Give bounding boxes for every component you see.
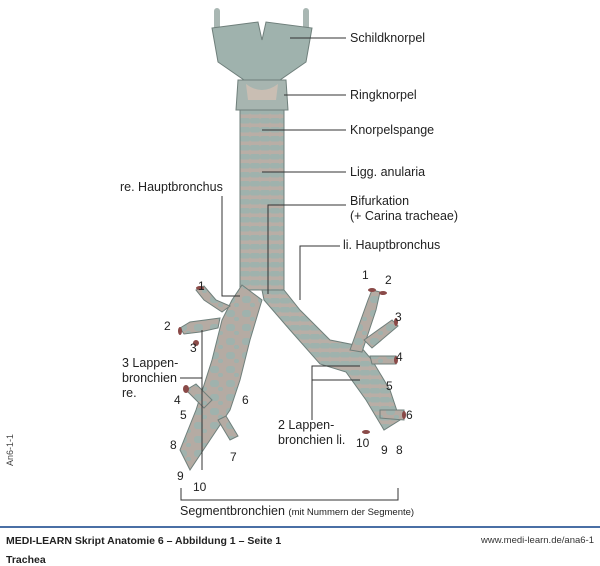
segment-number: 4 — [174, 393, 181, 407]
segment-main-text: Segmentbronchien — [180, 504, 285, 518]
footer-divider — [0, 526, 600, 528]
segment-number: 9 — [177, 469, 184, 483]
segment-number: 8 — [170, 438, 177, 452]
label-carina: (+ Carina tracheae) — [350, 209, 459, 223]
segment-number: 8 — [396, 443, 403, 457]
segment-number: 1 — [198, 279, 205, 293]
segment-number: 2 — [385, 273, 392, 287]
segment-number: 4 — [396, 350, 403, 364]
thyroid-cartilage — [211, 8, 313, 81]
segment-number: 9 — [381, 443, 388, 457]
label-li-hauptbronchus: li. Hauptbronchus — [343, 238, 441, 252]
segment-number: 6 — [406, 408, 413, 422]
label-schildknorpel: Schildknorpel — [350, 31, 426, 45]
segment-number: 6 — [242, 393, 249, 407]
label-segmentbronchien: Segmentbronchien (mit Nummern der Segmen… — [180, 504, 414, 520]
figure-code: An6-1-1 — [5, 433, 16, 467]
segment-number: 3 — [190, 341, 197, 355]
label-lappen-re-1: 3 Lappen- — [122, 356, 179, 370]
segment-number: 10 — [193, 480, 207, 494]
label-lappen-re-3: re. — [122, 386, 137, 400]
segment-number: 2 — [164, 319, 171, 333]
segment-number: 3 — [395, 310, 402, 324]
segment-number: 1 — [362, 268, 369, 282]
footer-title: MEDI-LEARN Skript Anatomie 6 – Abbildung… — [6, 535, 282, 547]
segment-number: 5 — [386, 379, 393, 393]
segment-number: 7 — [230, 450, 237, 464]
label-knorpelspange: Knorpelspange — [350, 123, 435, 137]
footer-url[interactable]: www.medi-learn.de/ana6-1 — [480, 535, 594, 546]
label-ligg-anularia: Ligg. anularia — [350, 165, 426, 179]
cricoid-cartilage — [235, 79, 289, 111]
segment-number: 5 — [180, 408, 187, 422]
footer-subtitle: Trachea — [6, 554, 46, 566]
bronchus-openings — [178, 286, 406, 434]
label-ringknorpel: Ringknorpel — [350, 88, 417, 102]
leader-lines — [180, 37, 399, 501]
label-lappen-li-2: bronchien li. — [278, 433, 346, 447]
label-lappen-re-2: bronchien — [122, 371, 177, 385]
trachea — [239, 109, 285, 291]
right-main-bronchus — [179, 284, 263, 471]
segment-note-text: (mit Nummern der Segmente) — [288, 507, 415, 518]
segment-number: 10 — [356, 436, 370, 450]
label-re-hauptbronchus: re. Hauptbronchus — [120, 180, 223, 194]
label-lappen-li-1: 2 Lappen- — [278, 418, 335, 432]
label-bifurkation: Bifurkation — [350, 194, 410, 208]
